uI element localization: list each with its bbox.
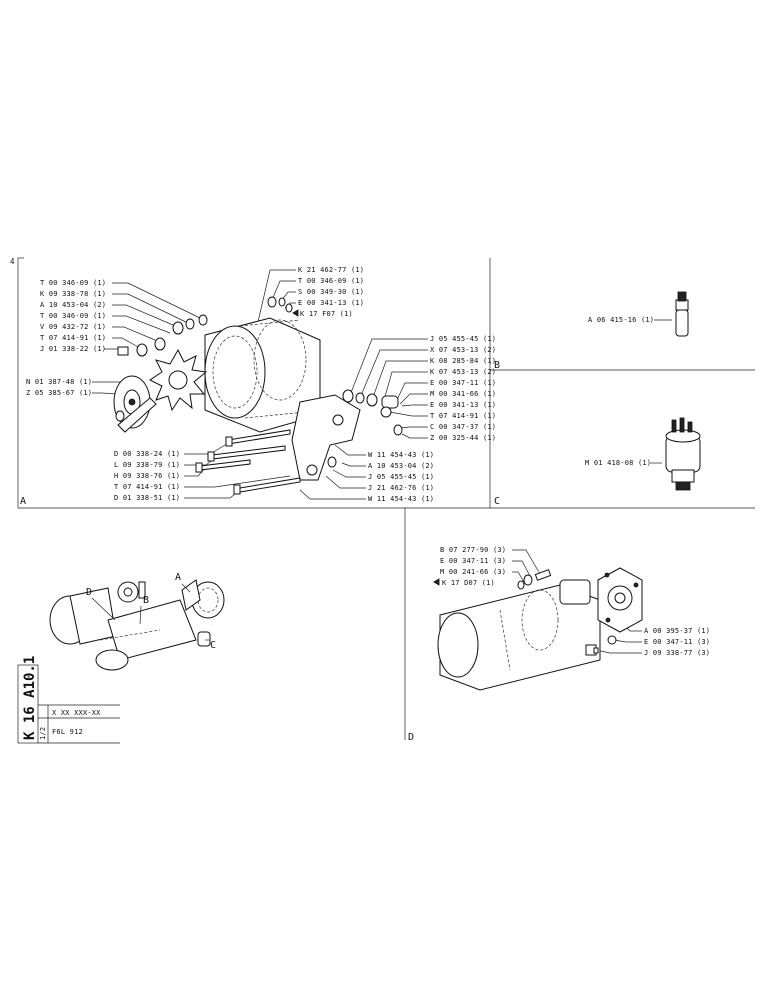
callout-label: E 00 347-11 (3): [644, 638, 710, 646]
callout-label: M 00 241-66 (3): [440, 568, 506, 576]
overview-panel: D A B C: [49, 572, 225, 671]
group-code: K 16 A10.1: [22, 656, 38, 740]
leader-lines: [349, 338, 428, 439]
panel-c-letter: C: [494, 496, 500, 507]
part-number: X XX XXX-XX: [52, 709, 101, 717]
panel-a-right-labels: J 05 455-45 (1) X 07 453-13 (2) K 08 285…: [430, 335, 496, 442]
callout-label: D 01 338-51 (1): [114, 494, 180, 502]
callout-label: V 09 432-72 (1): [40, 323, 106, 331]
callout-label: M 01 418-08 (1): [585, 459, 651, 467]
arrow-icon: [292, 309, 299, 317]
leader-lines: [257, 269, 296, 323]
callout-label: K 17 D07 (1): [442, 579, 495, 587]
sensor-drawing: [675, 291, 689, 337]
callout-label: K 21 462-77 (1): [298, 266, 364, 274]
panel-d-right-labels: A 00 395-37 (1) E 00 347-11 (3) J 09 338…: [644, 627, 710, 657]
callout-label: T 07 414-91 (1): [430, 412, 496, 420]
panel-a-left-labels: T 00 346-09 (1) K 09 338-78 (1) A 10 453…: [26, 279, 106, 397]
callout-label: J 01 338-22 (1): [40, 345, 106, 353]
callout-label: T 00 346-09 (1): [40, 312, 106, 320]
callout-label: L 09 338-79 (1): [114, 461, 180, 469]
sheet-mark: 4: [10, 257, 15, 266]
callout-label: A 10 453-04 (2): [40, 301, 106, 309]
arrow-icon: [433, 578, 440, 586]
panel-d: D B 07 277-90 (3) E 00 347-11 (3) M 00 2…: [408, 546, 710, 743]
panel-frame: [17, 257, 755, 740]
panel-a-bottom-left-labels: D 00 338-24 (1) L 09 338-79 (1) H 09 338…: [114, 450, 180, 502]
panel-c: C M 01 418-08 (1): [494, 417, 701, 507]
callout-label: B 07 277-90 (3): [440, 546, 506, 554]
panel-b: A 06 415-16 (1): [588, 291, 689, 337]
panel-a-letter: A: [20, 496, 26, 507]
callout-label: E 00 347-11 (1): [430, 379, 496, 387]
callout-label: E 00 341-13 (1): [298, 299, 364, 307]
callout-label: J 09 338-77 (3): [644, 649, 710, 657]
callout-label: A 10 453-04 (2): [368, 462, 434, 470]
overview-letter-a: A: [175, 572, 181, 583]
callout-label: Z 05 385-67 (1): [26, 389, 92, 397]
callout-label: K 17 F07 (1): [300, 310, 353, 318]
callout-label: J 05 455-45 (1): [430, 335, 496, 343]
callout-label: W 11 454-43 (1): [368, 451, 434, 459]
panel-d-labels: B 07 277-90 (3) E 00 347-11 (3) M 00 241…: [440, 546, 506, 587]
callout-label: K 08 285-84 (1): [430, 357, 496, 365]
callout-label: H 09 338-76 (1): [114, 472, 180, 480]
callout-label: J 05 455-45 (1): [368, 473, 434, 481]
pressure-switch-drawing: [665, 417, 701, 491]
bolt-set: [195, 429, 301, 495]
engine-overview-drawing: [49, 579, 225, 671]
callout-label: T 00 346-09 (1): [40, 279, 106, 287]
panel-a-top-labels: K 21 462-77 (1) T 00 346-09 (1) S 00 349…: [298, 266, 364, 318]
callout-label: T 07 414-91 (1): [40, 334, 106, 342]
panel-d-letter: D: [408, 732, 414, 743]
overview-letter-c: C: [210, 640, 216, 651]
callout-label: E 00 341-13 (1): [430, 401, 496, 409]
callout-label: A 00 395-37 (1): [644, 627, 710, 635]
starter-motor-drawing: [437, 567, 643, 691]
callout-label: E 00 347-11 (3): [440, 557, 506, 565]
callout-label: N 01 387-48 (1): [26, 378, 92, 386]
panel-a-b-divider-letter: B: [494, 360, 500, 371]
callout-label: J 21 462-76 (1): [368, 484, 434, 492]
callout-label: M 00 341-66 (1): [430, 390, 496, 398]
leader-lines: [299, 444, 366, 500]
overview-letter-b: B: [143, 595, 149, 606]
panel-a: A T 00 346-09 (1) K 09 338-78 (1) A 10 4…: [20, 266, 500, 507]
callout-label: T 07 414-91 (1): [114, 483, 180, 491]
title-block: K 16 A10.1 X XX XXX-XX F6L 912 1/2: [17, 656, 120, 744]
alternator-drawing: [113, 296, 403, 495]
callout-label: W 11 454-43 (1): [368, 495, 434, 503]
callout-label: K 09 338-78 (1): [40, 290, 106, 298]
callout-label: K 07 453-13 (2): [430, 368, 496, 376]
callout-label: D 00 338-24 (1): [114, 450, 180, 458]
callout-label: A 06 415-16 (1): [588, 316, 654, 324]
sheet-fraction: 1/2: [39, 727, 47, 740]
callout-label: S 00 349-30 (1): [298, 288, 364, 296]
engine-model: F6L 912: [52, 728, 83, 736]
callout-label: X 07 453-13 (2): [430, 346, 496, 354]
leader-lines: [512, 549, 541, 583]
overview-letter-d: D: [86, 587, 92, 598]
callout-label: Z 00 325-44 (1): [430, 434, 496, 442]
callout-label: C 00 347-37 (1): [430, 423, 496, 431]
callout-label: T 00 346-09 (1): [298, 277, 364, 285]
panel-a-bottom-right-labels: W 11 454-43 (1) A 10 453-04 (2) J 05 455…: [368, 451, 434, 503]
